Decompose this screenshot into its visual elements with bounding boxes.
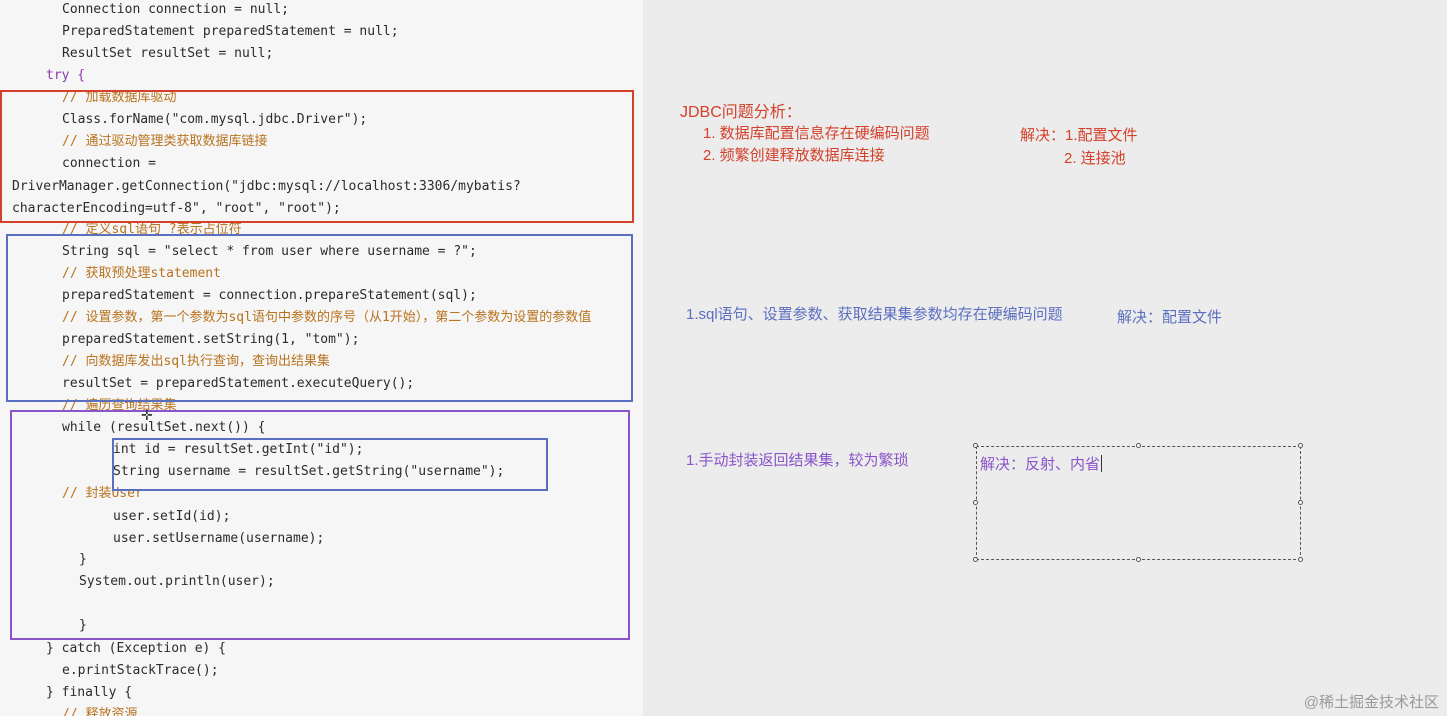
resize-handle-bottom-left[interactable]: [973, 557, 978, 562]
code-comment: // 通过驱动管理类获取数据库链接: [62, 134, 268, 149]
code-line-20: while (resultSet.next()) {: [62, 420, 266, 435]
code-line-10: characterEncoding=utf-8", "root", "root"…: [12, 201, 341, 216]
solution-config-file-2: 解决：配置文件: [1117, 309, 1223, 326]
driver-connection-highlight-box: [0, 90, 634, 223]
code-line-22: String username = resultSet.getString("u…: [113, 464, 505, 479]
watermark: @稀土掘金技术社区: [1303, 694, 1439, 711]
issue-manual-result-mapping: 1.手动封装返回结果集，较为繁琐: [686, 452, 909, 469]
code-line-2: PreparedStatement preparedStatement = nu…: [62, 24, 399, 39]
code-comment: // 定义sql语句 ?表示占位符: [62, 222, 242, 237]
solution-connection-pool: 2. 连接池: [1064, 150, 1126, 167]
resize-handle-top-left[interactable]: [973, 443, 978, 448]
resize-handle-bottom-right[interactable]: [1298, 557, 1303, 562]
code-line-28: }: [79, 618, 87, 633]
code-line-31: } finally {: [46, 685, 133, 700]
code-line-6: Class.forName("com.mysql.jdbc.Driver");: [62, 112, 368, 127]
code-line-30: e.printStackTrace();: [62, 663, 219, 678]
resize-handle-left[interactable]: [973, 500, 978, 505]
code-line-14: preparedStatement = connection.prepareSt…: [62, 288, 477, 303]
jdbc-analysis-title: JDBC问题分析：: [680, 104, 802, 121]
code-line-18: resultSet = preparedStatement.executeQue…: [62, 376, 415, 391]
code-line-24: user.setId(id);: [113, 509, 231, 524]
resize-handle-bottom[interactable]: [1136, 557, 1141, 562]
resize-handle-top[interactable]: [1136, 443, 1141, 448]
text-box-content[interactable]: 解决：反射、内省: [980, 453, 1103, 474]
issue-hardcoded-config: 1. 数据库配置信息存在硬编码问题: [703, 125, 930, 142]
text-box-selection[interactable]: 解决：反射、内省: [976, 446, 1301, 560]
code-editor: Connection connection = null; PreparedSt…: [0, 0, 643, 716]
code-line-27: System.out.println(user);: [79, 574, 275, 589]
move-cursor-icon: ✛: [141, 407, 153, 423]
code-comment: // 向数据库发出sql执行查询，查询出结果集: [62, 354, 330, 369]
code-line-29: } catch (Exception e) {: [46, 641, 227, 656]
code-line-9: DriverManager.getConnection("jdbc:mysql:…: [12, 179, 521, 194]
code-line-1: Connection connection = null;: [62, 2, 289, 17]
field-extraction-highlight-box: [112, 438, 548, 491]
code-comment: // 获取预处理statement: [62, 266, 221, 281]
code-line-25: user.setUsername(username);: [113, 531, 325, 546]
code-line-4: try {: [46, 68, 86, 83]
code-line-16: preparedStatement.setString(1, "tom");: [62, 332, 360, 347]
issue-sql-hardcoded: 1.sql语句、设置参数、获取结果集参数均存在硬编码问题: [686, 306, 1063, 323]
solution-reflection-text: 解决：反射、内省: [980, 456, 1101, 473]
code-line-8: connection =: [62, 156, 156, 171]
result-mapping-highlight-box: [10, 410, 630, 640]
resize-handle-right[interactable]: [1298, 500, 1303, 505]
code-comment: // 加载数据库驱动: [62, 90, 177, 105]
code-line-12: String sql = "select * from user where u…: [62, 244, 477, 259]
code-comment: // 设置参数，第一个参数为sql语句中参数的序号（从1开始），第二个参数为设置…: [62, 310, 592, 325]
text-caret: [1101, 455, 1103, 472]
code-line-26: }: [79, 552, 87, 567]
sql-statement-highlight-box: [6, 234, 633, 402]
code-line-21: int id = resultSet.getInt("id");: [113, 442, 364, 457]
code-line-3: ResultSet resultSet = null;: [62, 46, 274, 61]
code-comment: // 释放资源: [62, 707, 138, 716]
issue-frequent-connection: 2. 频繁创建释放数据库连接: [703, 147, 885, 164]
solution-config-file: 解决：1.配置文件: [1020, 127, 1138, 144]
resize-handle-top-right[interactable]: [1298, 443, 1303, 448]
